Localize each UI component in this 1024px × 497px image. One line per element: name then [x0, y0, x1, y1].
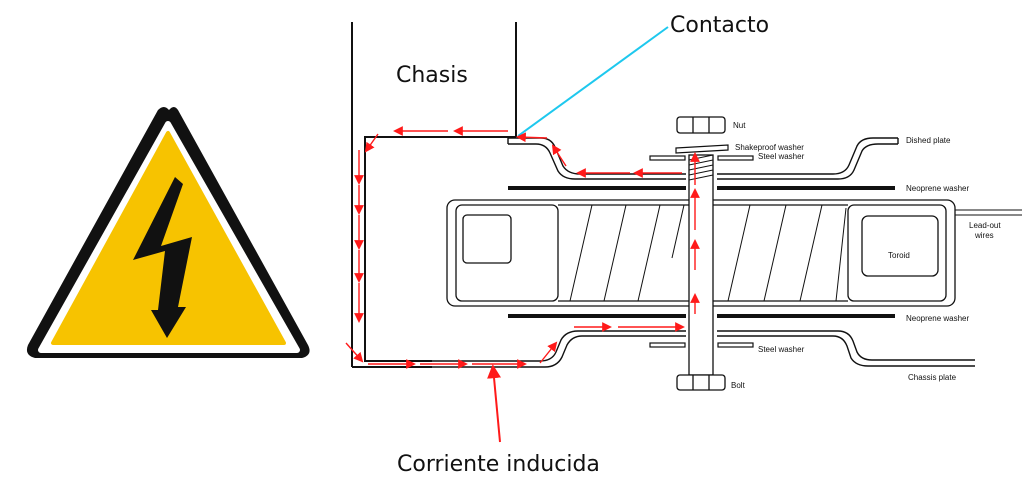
chassis-inner-panel [364, 136, 516, 362]
chassis-wall [351, 22, 517, 368]
bolt [676, 154, 726, 391]
steel-washer-top-label: Steel washer [758, 152, 805, 161]
lead-out-label-line1: Lead-out [969, 221, 1001, 230]
current-arrow [551, 144, 567, 167]
contact-pointer-line [517, 26, 669, 137]
lead-out-label-line2: wires [974, 231, 994, 240]
current-arrow [364, 133, 379, 153]
chassis-plate [432, 330, 975, 368]
neoprene-washer-bottom [508, 314, 895, 318]
current-arrow [516, 132, 548, 143]
chassis-plate-label: Chassis plate [908, 373, 957, 382]
current-arrow [539, 341, 558, 364]
neoprene-washer-top-label: Neoprene washer [906, 184, 969, 193]
toroid-label: Toroid [888, 251, 910, 260]
nut-label: Nut [733, 121, 746, 130]
bolt-thread [688, 154, 714, 181]
nut [676, 116, 726, 134]
dished-plate-label: Dished plate [906, 136, 951, 145]
chassis-label: Chasis [396, 63, 468, 88]
dished-plate [507, 137, 899, 180]
bolt-label: Bolt [731, 381, 746, 390]
steel-washers [649, 155, 754, 348]
high-voltage-warning-icon [26, 107, 310, 358]
lead-out-wires [955, 209, 1022, 216]
neoprene-washer-bottom-label: Neoprene washer [906, 314, 969, 323]
contact-label: Contacto [670, 13, 769, 38]
shakeproof-washer [675, 144, 729, 154]
current-arrow [345, 342, 364, 363]
induced-current-pointer [487, 364, 502, 443]
shakeproof-washer-label: Shakeproof washer [735, 143, 804, 152]
induced-current-label: Corriente inducida [397, 452, 600, 477]
steel-washer-bottom-label: Steel washer [758, 345, 805, 354]
neoprene-washer-top [508, 186, 895, 190]
induced-current-arrows [345, 126, 700, 369]
toroid-windings [569, 204, 847, 302]
